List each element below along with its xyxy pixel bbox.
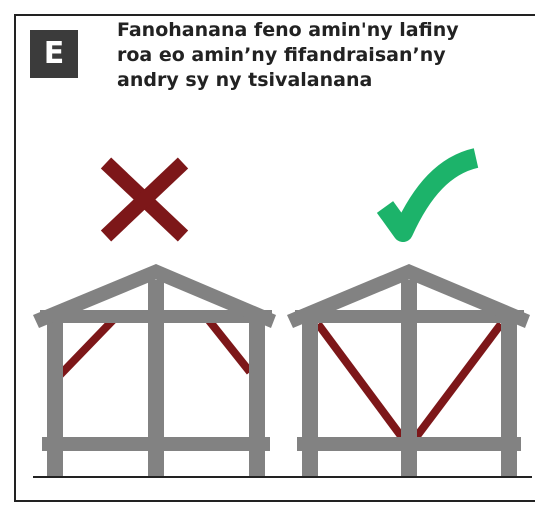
diagonal-brace-left bbox=[314, 321, 408, 443]
post-left bbox=[47, 310, 63, 477]
corner-brace-right bbox=[203, 315, 254, 375]
caption-line-3: andry sy ny tsivalanana bbox=[117, 69, 373, 91]
post-right bbox=[249, 310, 265, 477]
wrong-x-mark-icon bbox=[100, 157, 189, 242]
post-center bbox=[401, 280, 417, 477]
panel-frame bbox=[14, 14, 535, 502]
post-right bbox=[501, 310, 517, 477]
bottom-beam bbox=[42, 437, 270, 451]
post-left bbox=[302, 310, 318, 477]
panel-letter-badge: E bbox=[30, 30, 78, 78]
top-beam bbox=[295, 310, 524, 323]
roof-right-rafter bbox=[150, 264, 276, 328]
roof-right-rafter bbox=[403, 264, 530, 328]
corner-brace-left bbox=[56, 315, 118, 379]
top-beam bbox=[40, 310, 272, 323]
roof-left-rafter bbox=[33, 264, 162, 328]
diagonal-brace-right bbox=[410, 321, 505, 443]
frame-right-example bbox=[287, 264, 530, 477]
frame-wrong-example bbox=[33, 264, 276, 477]
post-center bbox=[148, 280, 164, 477]
right-check-mark-icon bbox=[376, 148, 479, 242]
x-mark-stroke-2 bbox=[100, 157, 189, 242]
check-mark-stroke bbox=[376, 148, 479, 242]
caption-line-1: Fanohanana feno amin'ny lafiny bbox=[117, 19, 459, 41]
roof-left-rafter bbox=[287, 264, 415, 328]
panel-caption: Fanohanana feno amin'ny lafiny roa eo am… bbox=[117, 18, 527, 93]
bottom-beam bbox=[297, 437, 521, 451]
caption-line-2: roa eo amin’ny fifandraisan’ny bbox=[117, 44, 446, 66]
